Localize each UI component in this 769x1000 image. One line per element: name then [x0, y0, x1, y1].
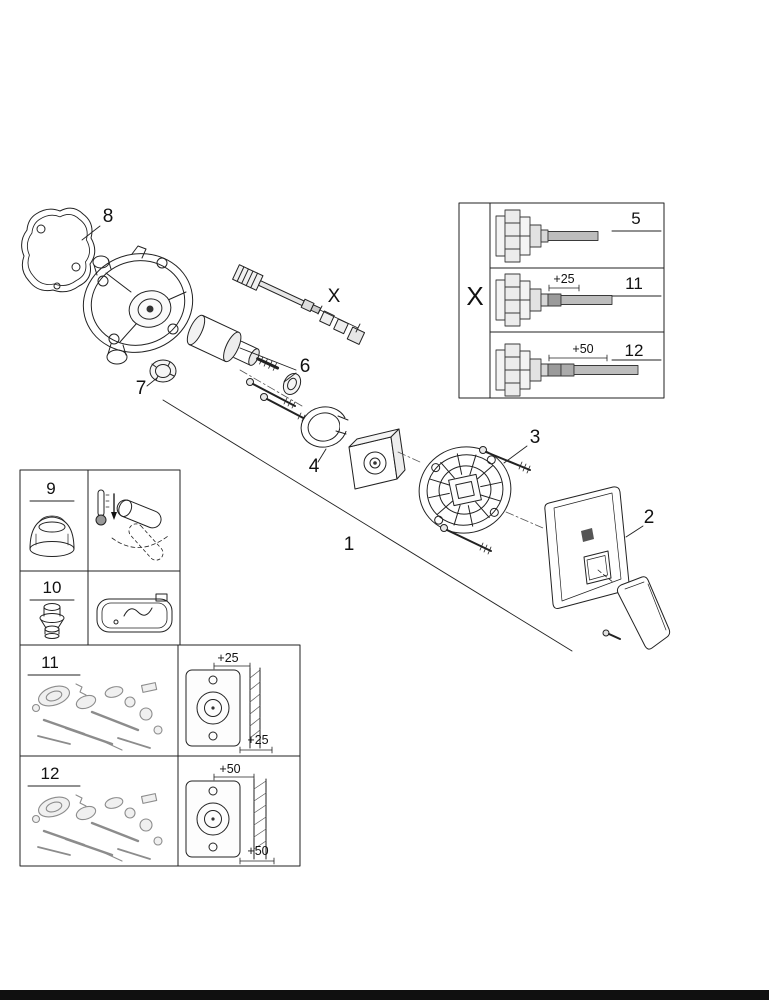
retaining-ring [300, 406, 353, 448]
valve-body [82, 245, 194, 365]
lever-sketch [111, 499, 169, 561]
callout-7: 7 [136, 378, 147, 399]
stop-ring-part [29, 515, 75, 557]
cartridge-parts [186, 314, 302, 396]
x-table-row-12: +50 12 [495, 341, 662, 397]
x-row-12-number: 12 [625, 341, 644, 360]
box9-number: 9 [46, 479, 55, 498]
box11-dim-bottom: +25 [247, 733, 268, 747]
x-row-11-dim: +25 [553, 272, 574, 286]
flex-spindle [232, 264, 366, 345]
x-table-row-11: +25 11 [495, 272, 662, 327]
inset-box-12: 12 +50 +50 [19, 755, 301, 867]
bathtub-sketch [96, 593, 173, 633]
thermometer-icon [95, 489, 117, 526]
inset-box-11: 11 +25 +25 [19, 644, 301, 757]
box12-number: 12 [41, 764, 60, 783]
box12-dim-bottom: +50 [247, 844, 268, 858]
x-row-5-number: 5 [631, 209, 640, 228]
callout-3: 3 [530, 427, 541, 448]
x-dimension-bracket [317, 305, 361, 333]
x-table-border [458, 202, 665, 399]
roughin-drawing-11: +25 +25 [185, 651, 273, 754]
box11-dim-top: +25 [217, 651, 238, 665]
gasket-part [21, 207, 96, 293]
axis-lines [239, 369, 544, 529]
footer-bar [0, 990, 769, 1000]
box11-number: 11 [41, 653, 59, 672]
inset-box-10: 10 [19, 570, 181, 646]
leader-lines [81, 225, 644, 652]
callout-2: 2 [644, 507, 655, 528]
x-row-12-dim: +50 [572, 342, 593, 356]
x-row-11-number: 11 [625, 274, 643, 293]
mounting-plate [418, 446, 512, 534]
parts-jumble-12 [31, 792, 164, 863]
parts-jumble-11 [31, 681, 164, 752]
x-table-row-5: 5 [495, 209, 662, 263]
box10-number: 10 [43, 578, 62, 597]
screws-part-6 [246, 378, 310, 424]
knob-part [149, 359, 177, 383]
callout-8: 8 [103, 206, 114, 227]
x-variants-table: X 5 +25 11 +50 [458, 202, 665, 399]
callout-x: X [328, 286, 341, 307]
lever-handle [597, 569, 671, 650]
inset-box-9: 9 [19, 469, 181, 572]
cover-plate [544, 486, 630, 609]
plug-part [39, 603, 65, 639]
roughin-drawing-12: +50 +50 [185, 762, 275, 865]
callout-1: 1 [344, 534, 355, 555]
screws-part-3 [440, 446, 531, 555]
callout-6: 6 [300, 356, 311, 377]
box12-dim-top: +50 [219, 762, 240, 776]
callout-4: 4 [309, 456, 320, 477]
function-block [348, 428, 406, 490]
x-table-header: X [466, 281, 483, 311]
